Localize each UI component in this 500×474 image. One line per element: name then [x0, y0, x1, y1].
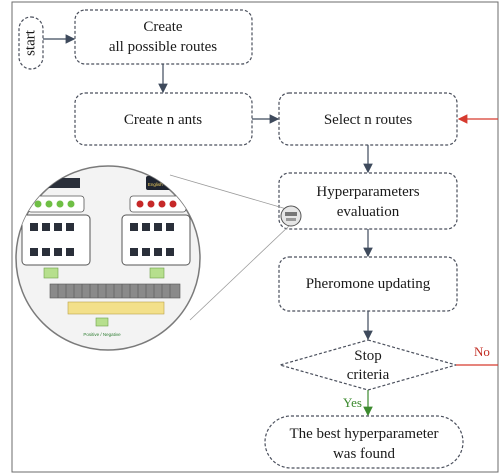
best-line1: The best hyperparameter [289, 426, 438, 442]
network-architecture-inset: English Text [15, 165, 201, 351]
network-thumbnail-icon [280, 205, 302, 227]
create-routes-line1: Create [143, 19, 182, 35]
decision-line2: criteria [347, 367, 390, 383]
select-routes-label: Select n routes [324, 112, 412, 128]
node-create-ants: Create n ants [74, 92, 253, 146]
edge-yes-label: Yes [343, 395, 362, 410]
create-routes-line2: all possible routes [109, 39, 217, 55]
decision-stop-criteria: Stop criteria [277, 339, 459, 391]
node-create-routes: Create all possible routes [74, 9, 253, 65]
outer-frame [11, 1, 499, 473]
zoom-line-bottom [189, 224, 291, 321]
node-pheromone: Pheromone updating [278, 256, 458, 312]
pheromone-label: Pheromone updating [306, 276, 431, 292]
hyper-eval-line2: evaluation [337, 204, 400, 220]
node-best-found: The best hyperparameter was found [264, 415, 464, 469]
start-node: start [18, 16, 44, 70]
svg-text:Positive / Negative: Positive / Negative [83, 332, 121, 337]
node-hyper-eval: Hyperparameters evaluation [278, 172, 458, 230]
start-label: start [22, 29, 38, 56]
edge-no-label: No [474, 344, 490, 359]
decision-line1: Stop [354, 348, 382, 364]
hyper-eval-line1: Hyperparameters [316, 184, 419, 200]
svg-text:English Text: English Text [148, 182, 173, 187]
create-ants-label: Create n ants [124, 112, 202, 128]
zoom-line-top [169, 174, 291, 211]
best-line2: was found [333, 446, 396, 462]
node-select-routes: Select n routes [278, 92, 458, 146]
